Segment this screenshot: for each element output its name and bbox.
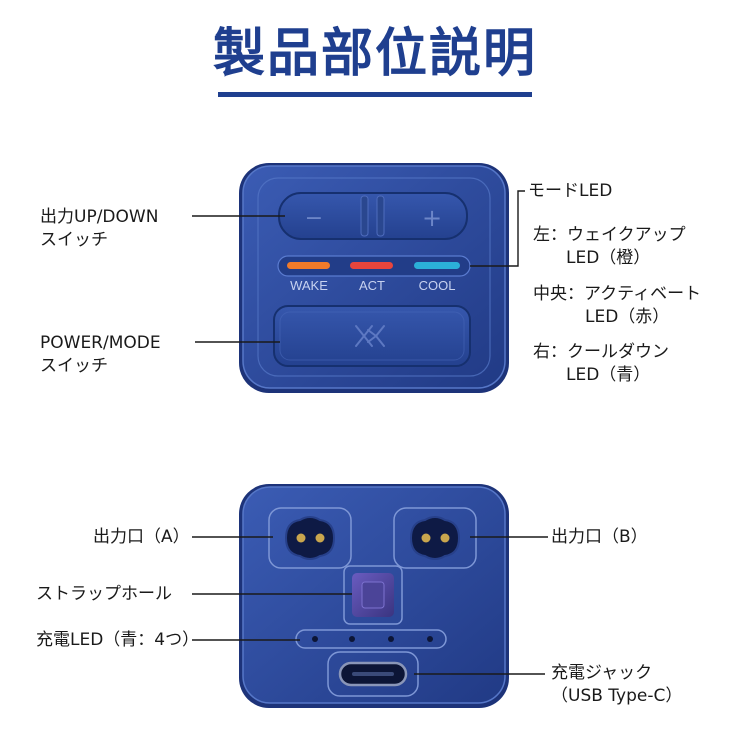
label-mode-led-left: 左：ウェイクアップ LED（橙） [533,224,686,270]
label-output-switch-line1: 出力UP/DOWN [40,207,159,227]
label-charge-led: 充電LED（青：4つ） [36,630,200,650]
label-output-switch-line2: スイッチ [40,230,108,250]
label-mode-led-left-line2: LED（橙） [566,248,651,268]
output-up-down-switch[interactable]: − + [278,192,468,240]
led-wake [287,262,330,269]
label-mode-led: モードLED [528,181,613,201]
title-underline [218,92,532,97]
label-mode-led-center-line1: 中央：アクティベート [533,284,702,304]
charge-led-1 [312,636,318,642]
label-mode-led-center-line2: LED（赤） [585,307,670,327]
charge-led-3 [388,636,394,642]
led-label-cool: COOL [419,278,456,293]
label-charge-jack: 充電ジャック （USB Type-C） [551,662,682,708]
label-power-switch: POWER/MODE スイッチ [40,332,161,378]
label-power-switch-line1: POWER/MODE [40,333,161,353]
label-output-switch: 出力UP/DOWN スイッチ [40,206,158,252]
strap-hole [343,565,403,625]
led-label-act: ACT [359,278,385,293]
minus-icon: − [305,206,323,231]
label-mode-led-right: 右：クールダウン LED（青） [533,341,669,387]
power-mode-switch[interactable] [273,305,471,367]
charge-led-2 [349,636,355,642]
back-device [239,484,509,708]
label-charge-jack-line2: （USB Type-C） [551,686,683,706]
label-output-b: 出力口（B） [551,527,648,547]
label-charge-jack-line1: 充電ジャック [551,663,653,683]
front-device: − + WAKE ACT COOL [239,163,509,393]
led-label-wake: WAKE [290,278,328,293]
label-power-switch-line2: スイッチ [40,356,108,376]
led-act [350,262,393,269]
plus-icon: + [422,204,442,232]
page-title: 製品部位説明 [212,24,537,84]
led-cool [414,262,460,269]
label-output-a: 出力口（A） [93,527,190,547]
label-mode-led-right-line1: 右：クールダウン [533,342,669,362]
brand-logo-icon [355,325,385,347]
charge-led-strip [295,629,447,649]
label-mode-led-center: 中央：アクティベート LED（赤） [533,283,701,329]
leader-lines [192,190,548,675]
label-strap-hole: ストラップホール [36,584,172,604]
label-mode-led-left-line1: 左：ウェイクアップ [533,225,686,245]
output-port-a[interactable] [268,507,352,569]
label-mode-led-right-line2: LED（青） [566,365,651,385]
charge-led-4 [427,636,433,642]
output-port-b[interactable] [393,507,477,569]
